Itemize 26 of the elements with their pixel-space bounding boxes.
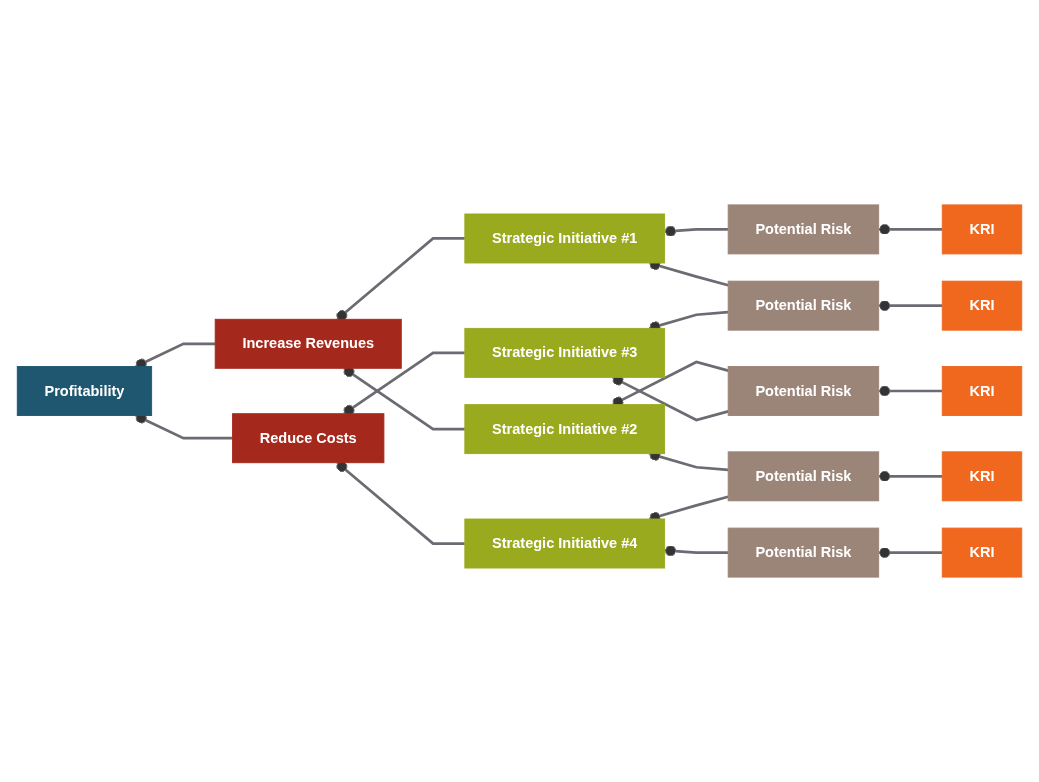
connector [878, 385, 943, 397]
node-box: Strategic Initiative #1 [464, 213, 666, 264]
node-box: Potential Risk [727, 204, 880, 255]
connector [664, 545, 729, 557]
connector [664, 225, 729, 237]
node-box: Potential Risk [727, 280, 880, 331]
node-box: KRI [941, 280, 1023, 331]
node-box: Potential Risk [727, 451, 880, 502]
node-box: Strategic Initiative #2 [464, 404, 666, 455]
connector [336, 237, 465, 321]
node-box: Profitability [16, 366, 153, 416]
node-box: KRI [941, 527, 1023, 578]
node-box: KRI [941, 451, 1023, 502]
connector [878, 223, 943, 235]
node-box: Increase Revenues [214, 318, 402, 369]
connector [878, 300, 943, 312]
node-box: KRI [941, 366, 1023, 416]
node-box: Reduce Costs [232, 413, 385, 464]
node-box: Potential Risk [727, 527, 880, 578]
connector [336, 461, 465, 545]
node-box: KRI [941, 204, 1023, 255]
node-box: Strategic Initiative #3 [464, 327, 666, 378]
connector [878, 470, 943, 482]
node-box: Potential Risk [727, 366, 880, 416]
connector [878, 547, 943, 559]
node-box: Strategic Initiative #4 [464, 518, 666, 569]
